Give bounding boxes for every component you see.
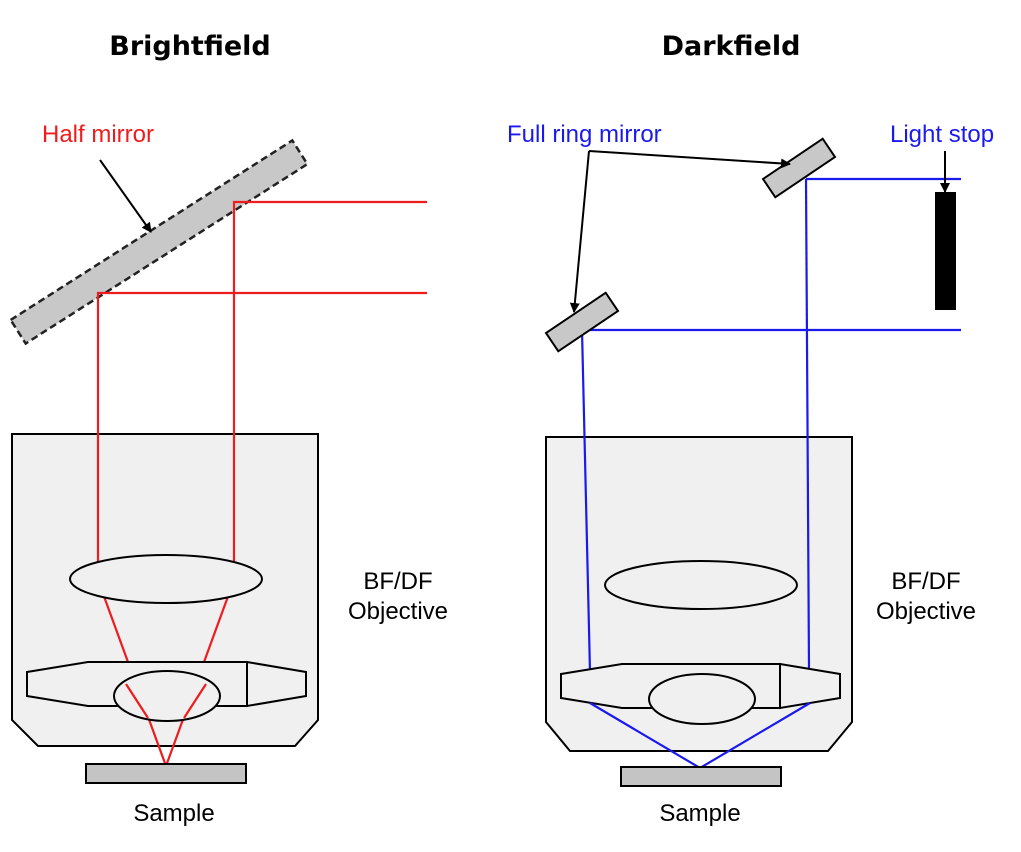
darkfield-light-path bbox=[580, 177, 961, 673]
brightfield-ray-inner-right bbox=[183, 683, 207, 719]
darkfield-panel: Darkfield Full ring mirror Light stop bbox=[507, 31, 994, 827]
full-ring-mirror-upper bbox=[761, 137, 837, 199]
brightfield-ray-lower bbox=[96, 291, 427, 580]
brightfield-lower-lens-group bbox=[26, 660, 307, 722]
darkfield-title: Darkfield bbox=[662, 31, 801, 62]
half-mirror-pointer-arrow bbox=[99, 159, 152, 233]
full-ring-mirror-label: Full ring mirror bbox=[507, 121, 662, 148]
brightfield-panel: Brightfield Half mirror Sample bbox=[8, 31, 448, 827]
darkfield-objective-label-line1: BF/DF bbox=[891, 568, 960, 595]
brightfield-sample bbox=[85, 763, 247, 784]
half-mirror bbox=[8, 138, 310, 346]
darkfield-ray-right-vertical bbox=[804, 178, 811, 671]
half-mirror-label: Half mirror bbox=[42, 121, 154, 148]
brightfield-sample-label: Sample bbox=[133, 800, 214, 827]
darkfield-upper-lens bbox=[604, 560, 798, 610]
darkfield-objective-label-line2: Objective bbox=[876, 598, 976, 625]
darkfield-sample-label: Sample bbox=[659, 800, 740, 827]
light-stop bbox=[935, 192, 956, 310]
brightfield-objective-label-line1: BF/DF bbox=[363, 568, 432, 595]
darkfield-lower-lens-group bbox=[560, 662, 841, 725]
brightfield-objective-label-line2: Objective bbox=[348, 598, 448, 625]
brightfield-ray-inner-left bbox=[125, 683, 149, 719]
brightfield-title: Brightfield bbox=[109, 31, 271, 62]
brightfield-ray-upper bbox=[232, 200, 427, 580]
brightfield-upper-lens bbox=[69, 554, 263, 604]
darkfield-sample bbox=[620, 766, 782, 787]
lower-mirror-pointer-arrow bbox=[569, 150, 590, 313]
upper-mirror-pointer-arrow bbox=[588, 150, 791, 169]
light-stop-label: Light stop bbox=[890, 121, 994, 148]
darkfield-ray-left-vertical bbox=[580, 329, 592, 673]
